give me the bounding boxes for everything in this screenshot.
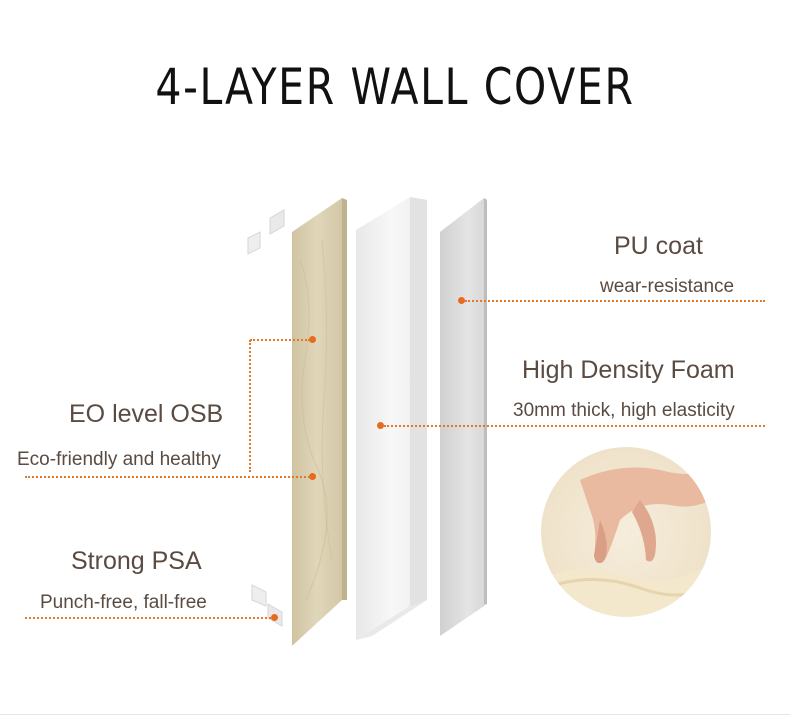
psa-title: Strong PSA	[71, 547, 202, 575]
osb-marker-dot-top	[309, 336, 316, 343]
page-title: 4-LAYER WALL COVER	[155, 58, 635, 116]
pu-marker-dot	[458, 297, 465, 304]
foam-layer	[356, 197, 427, 640]
psa-tab-top	[247, 209, 285, 255]
pu-layer	[440, 198, 487, 636]
psa-tab-bottom	[251, 584, 283, 627]
psa-desc: Punch-free, fall-free	[40, 592, 207, 613]
pu-leader-line	[465, 300, 765, 302]
osb-leader-line-vertical	[249, 340, 251, 472]
osb-leader-line-top	[250, 339, 310, 341]
foam-leader-line	[384, 425, 765, 427]
pu-coat-desc: wear-resistance	[600, 276, 735, 297]
psa-marker-dot	[271, 614, 278, 621]
osb-marker-dot-bottom	[309, 473, 316, 480]
foam-desc: 30mm thick, high elasticity	[513, 400, 735, 421]
osb-leader-line-bottom	[25, 476, 310, 478]
foam-title: High Density Foam	[522, 356, 735, 384]
pu-coat-title: PU coat	[614, 232, 703, 260]
hand-pressing-foam-icon	[539, 445, 713, 619]
bottom-divider	[0, 714, 790, 715]
osb-title: EO level OSB	[69, 400, 224, 428]
foam-marker-dot	[377, 422, 384, 429]
psa-leader-line	[25, 617, 271, 619]
osb-desc: Eco-friendly and healthy	[17, 449, 221, 470]
osb-layer	[292, 198, 347, 646]
